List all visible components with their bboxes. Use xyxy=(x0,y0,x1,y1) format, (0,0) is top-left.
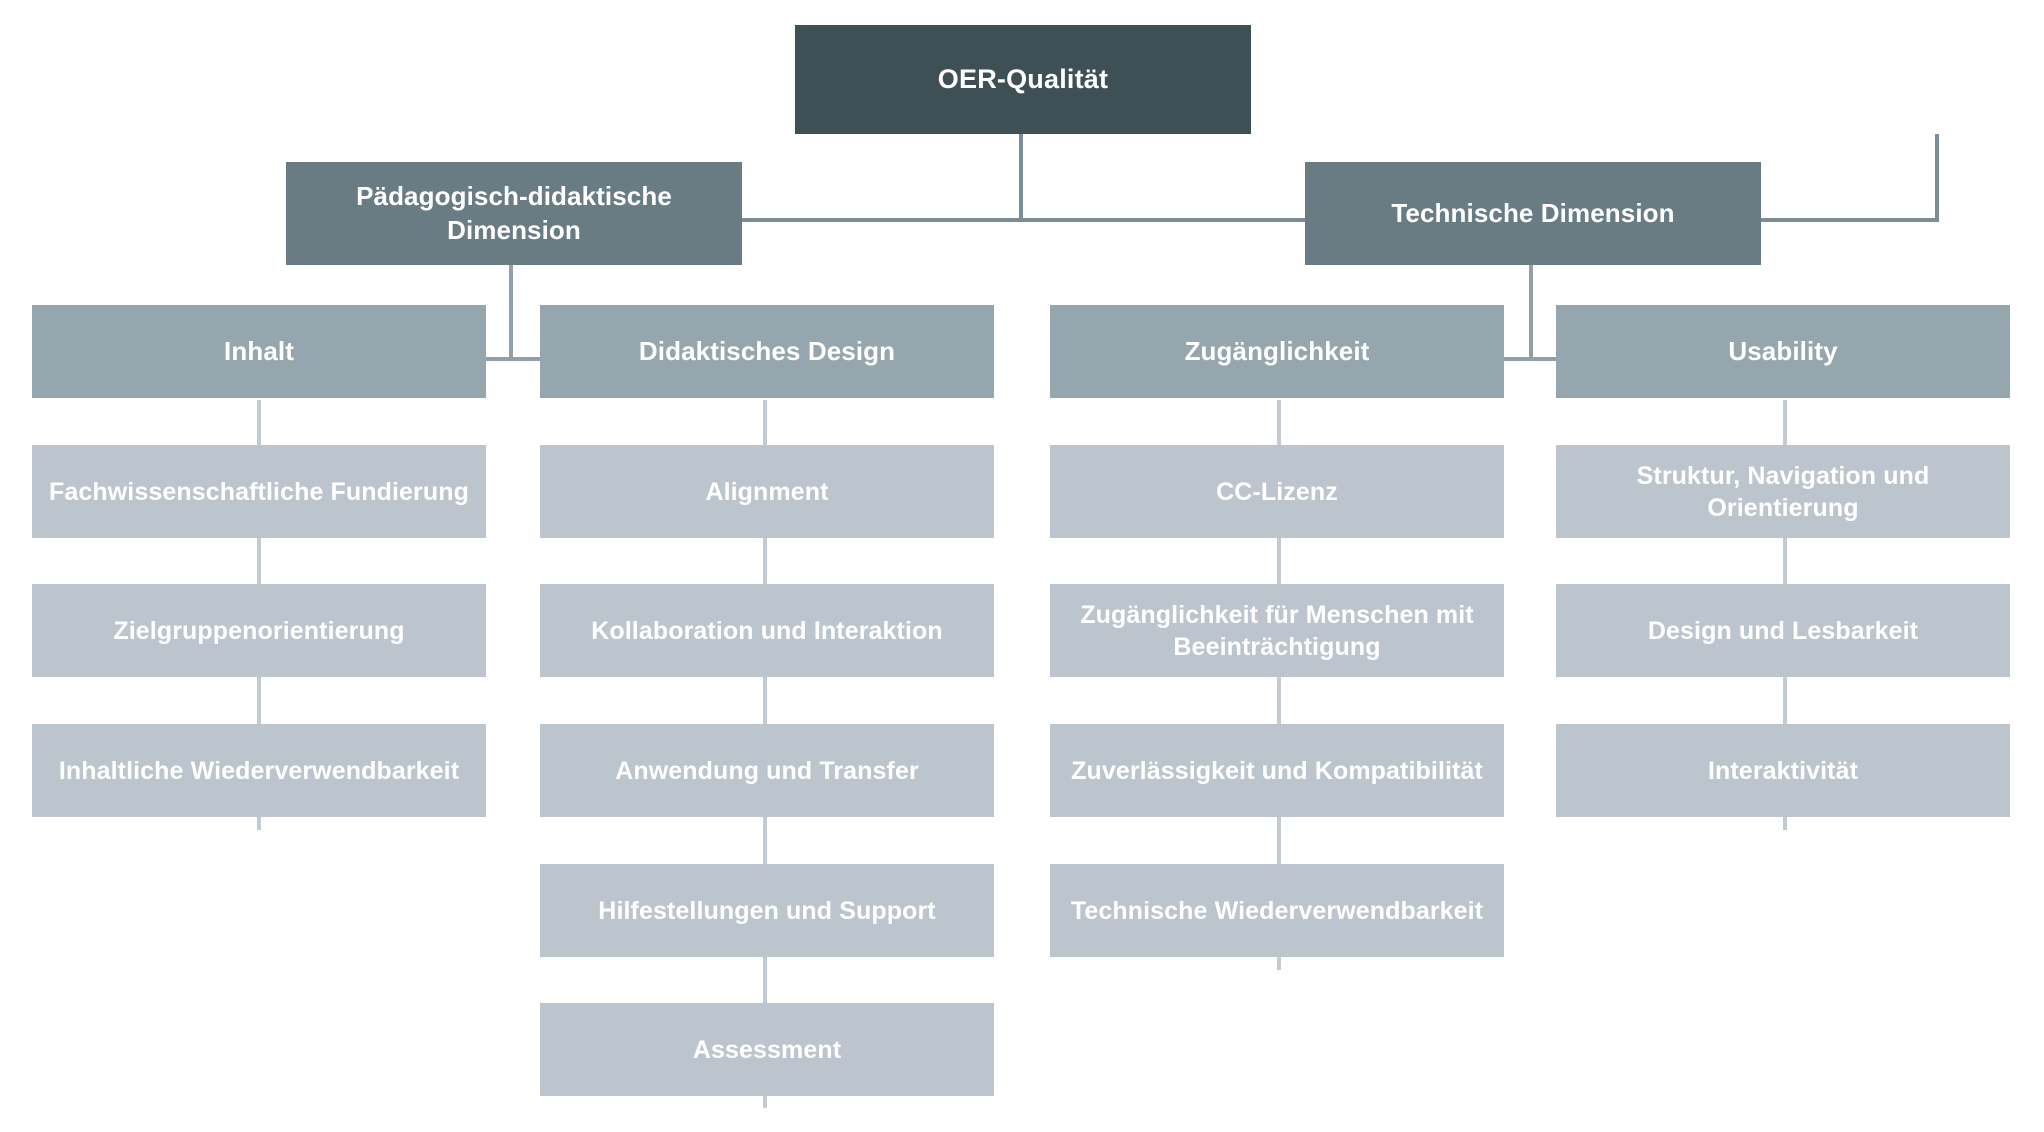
node-leaf-inhaltliche-wiederverwendbarkeit[interactable]: Inhaltliche Wiederverwendbarkeit xyxy=(32,724,486,817)
node-category-didaktisches-design[interactable]: Didaktisches Design xyxy=(540,305,994,398)
node-leaf-assessment[interactable]: Assessment xyxy=(540,1003,994,1096)
node-leaf-zielgruppenorientierung[interactable]: Zielgruppenorientierung xyxy=(32,584,486,677)
node-dimension-paedagogisch-didaktisch[interactable]: Pädagogisch-didaktische Dimension xyxy=(286,162,742,265)
connector-pedagogic-down xyxy=(509,265,513,361)
node-leaf-design-und-lesbarkeit[interactable]: Design und Lesbarkeit xyxy=(1556,584,2010,677)
connector-dimension-spine xyxy=(735,218,1307,222)
connector-technical-dimension-up xyxy=(1935,134,1939,220)
connector-root-down xyxy=(1019,134,1023,220)
node-leaf-alignment[interactable]: Alignment xyxy=(540,445,994,538)
node-category-inhalt[interactable]: Inhalt xyxy=(32,305,486,398)
node-category-zugaenglichkeit[interactable]: Zugänglichkeit xyxy=(1050,305,1504,398)
node-leaf-cc-lizenz[interactable]: CC-Lizenz xyxy=(1050,445,1504,538)
connector-pedagogic-category-spine xyxy=(259,357,765,361)
node-leaf-anwendung-und-transfer[interactable]: Anwendung und Transfer xyxy=(540,724,994,817)
node-leaf-struktur-navigation-orientierung[interactable]: Struktur, Navigation und Orientierung xyxy=(1556,445,2010,538)
connector-technical-category-spine xyxy=(1279,357,1785,361)
node-category-usability[interactable]: Usability xyxy=(1556,305,2010,398)
connector-column-zugaenglichkeit-stem xyxy=(1277,400,1281,970)
node-leaf-kollaboration-und-interaktion[interactable]: Kollaboration und Interaktion xyxy=(540,584,994,677)
node-leaf-fachwissenschaftliche-fundierung[interactable]: Fachwissenschaftliche Fundierung xyxy=(32,445,486,538)
node-leaf-hilfestellungen-und-support[interactable]: Hilfestellungen und Support xyxy=(540,864,994,957)
node-leaf-interaktivitaet[interactable]: Interaktivität xyxy=(1556,724,2010,817)
node-leaf-zugaenglichkeit-beeintraechtigung[interactable]: Zugänglichkeit für Menschen mit Beeinträ… xyxy=(1050,584,1504,677)
node-root-oer-qualitaet[interactable]: OER-Qualität xyxy=(795,25,1251,134)
connector-technical-down xyxy=(1529,265,1533,361)
node-leaf-technische-wiederverwendbarkeit[interactable]: Technische Wiederverwendbarkeit xyxy=(1050,864,1504,957)
node-leaf-zuverlaessigkeit-und-kompatibilitaet[interactable]: Zuverlässigkeit und Kompatibilität xyxy=(1050,724,1504,817)
node-dimension-technisch[interactable]: Technische Dimension xyxy=(1305,162,1761,265)
